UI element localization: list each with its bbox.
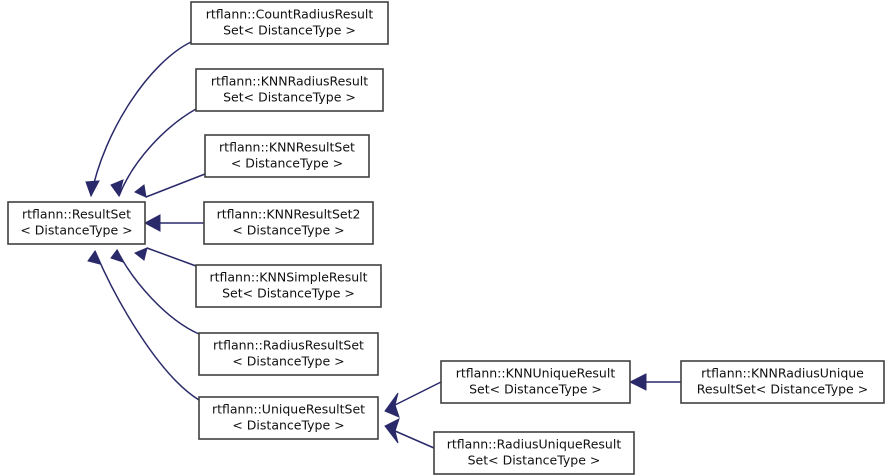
class-node-label-line1: rtflann::KNNResultSet2 xyxy=(217,207,361,222)
class-node-label-line1: rtflann::RadiusUniqueResult xyxy=(447,437,622,452)
inheritance-edge xyxy=(628,373,681,391)
class-node-label-line1: rtflann::KNNSimpleResult xyxy=(209,270,367,285)
class-node-label-line1: rtflann::UniqueResultSet xyxy=(212,402,365,417)
inheritance-edge xyxy=(87,249,200,401)
class-node-label-line2: < DistanceType > xyxy=(232,418,344,433)
edges-layer xyxy=(85,41,681,449)
arrow-head-icon xyxy=(110,179,124,198)
class-node-label-line2: < DistanceType > xyxy=(20,223,132,238)
class-node[interactable]: rtflann::ResultSet< DistanceType > xyxy=(7,201,146,245)
edge-line xyxy=(116,249,200,335)
inheritance-edge xyxy=(134,173,206,198)
arrow-head-icon xyxy=(134,184,147,198)
class-node-label-line1: rtflann::KNNUniqueResult xyxy=(456,366,616,381)
arrow-head-icon xyxy=(384,418,400,444)
inheritance-edge xyxy=(85,41,192,198)
inheritance-edge xyxy=(110,249,200,335)
edge-line xyxy=(90,41,192,197)
arrow-head-icon xyxy=(628,373,647,391)
inheritance-edge xyxy=(143,214,204,232)
class-node-box[interactable] xyxy=(680,360,885,404)
inheritance-edge xyxy=(384,418,435,449)
arrow-head-icon xyxy=(134,247,148,261)
class-node-box[interactable] xyxy=(198,332,379,376)
edge-line xyxy=(145,173,206,198)
class-node-label-line2: ResultSet< DistanceType > xyxy=(697,382,868,397)
class-node-label-line2: < DistanceType > xyxy=(232,223,344,238)
arrow-head-icon xyxy=(143,214,161,232)
class-node-label-line1: rtflann::RadiusResultSet xyxy=(213,338,364,353)
class-node-label-line1: rtflann::KNNResultSet xyxy=(219,140,355,155)
class-node-box[interactable] xyxy=(433,431,635,475)
inheritance-edge xyxy=(110,108,197,198)
arrow-head-icon xyxy=(110,249,124,263)
class-node-box[interactable] xyxy=(7,201,146,245)
arrow-head-icon xyxy=(87,249,101,265)
class-node-label-line1: rtflann::KNNRadiusResult xyxy=(211,74,368,89)
class-node-label-line1: rtflann::KNNRadiusUnique xyxy=(701,366,864,381)
class-node-box[interactable] xyxy=(195,264,382,308)
class-node-box[interactable] xyxy=(440,360,631,404)
class-node-label-line2: Set< DistanceType > xyxy=(223,23,356,38)
arrow-head-icon xyxy=(384,392,400,418)
class-node-label-line2: < DistanceType > xyxy=(232,354,344,369)
edge-line xyxy=(394,381,442,406)
class-node-label-line2: Set< DistanceType > xyxy=(222,286,355,301)
edge-line xyxy=(118,108,197,197)
class-node[interactable]: rtflann::RadiusResultSet< DistanceType > xyxy=(198,332,379,376)
class-node[interactable]: rtflann::UniqueResultSet< DistanceType > xyxy=(198,396,379,440)
class-node-box[interactable] xyxy=(203,201,374,245)
class-node-label-line2: < DistanceType > xyxy=(231,156,343,171)
class-node-label-line1: rtflann::CountRadiusResult xyxy=(206,7,374,22)
arrow-head-icon xyxy=(85,180,100,198)
edge-line xyxy=(94,250,200,401)
class-node[interactable]: rtflann::KNNResultSet< DistanceType > xyxy=(204,134,370,178)
edge-line xyxy=(394,430,435,449)
class-node-label-line2: Set< DistanceType > xyxy=(223,90,356,105)
class-node-box[interactable] xyxy=(198,396,379,440)
class-node-box[interactable] xyxy=(195,68,384,112)
class-node-box[interactable] xyxy=(204,134,370,178)
inheritance-edge xyxy=(134,247,197,267)
edge-line xyxy=(146,247,197,267)
class-node-box[interactable] xyxy=(190,1,389,45)
inheritance-edge xyxy=(384,381,442,418)
class-node-label-line1: rtflann::ResultSet xyxy=(22,207,131,222)
class-node[interactable]: rtflann::KNNResultSet2< DistanceType > xyxy=(203,201,374,245)
class-node-label-line2: Set< DistanceType > xyxy=(468,453,601,468)
class-node-label-line2: Set< DistanceType > xyxy=(469,382,602,397)
